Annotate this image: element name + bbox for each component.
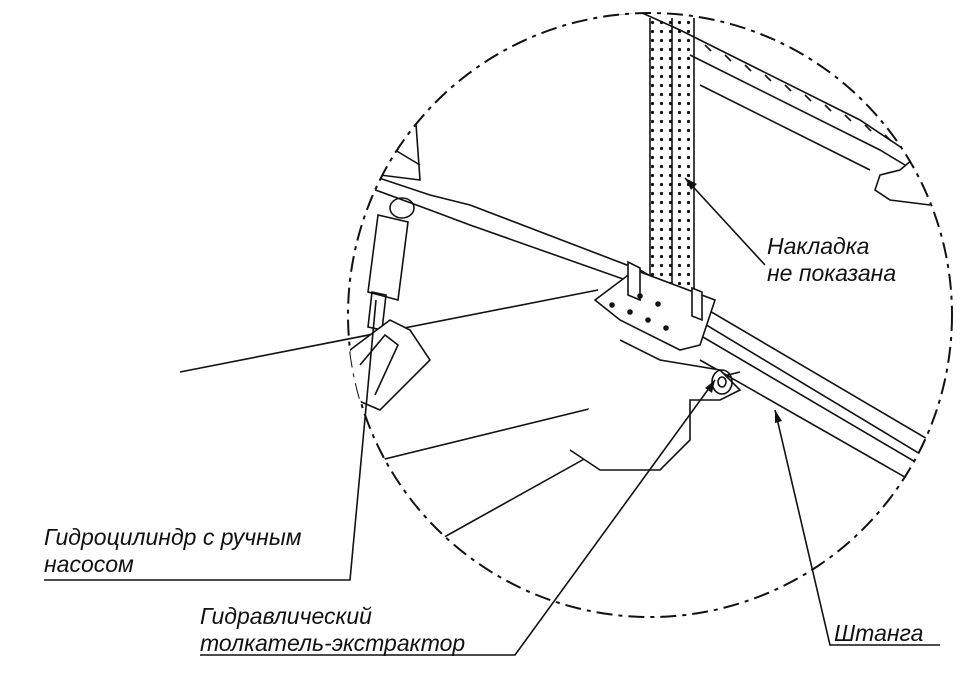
cylinder-body (367, 214, 409, 302)
left-frame (369, 99, 421, 181)
detail-contents (348, 13, 952, 546)
upper-frame-bottom (699, 84, 871, 171)
pusher-body (569, 339, 742, 471)
upper-frame-teeth (704, 44, 892, 142)
bracket-flange (627, 260, 641, 302)
rod-label-line1: Штанга (834, 620, 924, 646)
cylinder-label-line2: насосом (44, 551, 134, 577)
cylinder-base (348, 319, 432, 411)
leader-rod (774, 409, 940, 646)
cylinder-top (389, 197, 415, 219)
hydraulic-cylinder-label: Гидроцилиндр с ручным насосом (44, 524, 302, 578)
pusher-roller (711, 369, 733, 395)
pusher-label-line2: толкатель-экстрактор (200, 630, 466, 656)
bracket-flange-2 (691, 286, 703, 322)
upper-frame-inner (689, 54, 906, 166)
leader-rod-arrow (775, 410, 782, 423)
rod-label: Штанга (834, 620, 923, 647)
leader-overlay (684, 177, 766, 266)
hydraulic-pusher-label: Гидравлический толкатель-экстрактор (200, 603, 465, 657)
main-beam-bottom (369, 187, 952, 491)
main-beam-front (699, 359, 952, 521)
cylinder-label-line1: Гидроцилиндр с ручным (44, 524, 302, 550)
main-beam-top (369, 174, 952, 471)
overlay-label-line1: Накладка (767, 233, 870, 259)
leader-cylinder (44, 299, 377, 581)
pusher-label-line1: Гидравлический (200, 603, 372, 629)
overlay-label-line2: не показана (767, 260, 897, 286)
leader-overlay-arrow (685, 178, 697, 190)
leader-pusher (200, 379, 716, 656)
leader-pusher-arrow (705, 380, 715, 393)
overlay-not-shown-label: Накладка не показана (767, 233, 896, 287)
detail-view-circle (347, 12, 953, 618)
